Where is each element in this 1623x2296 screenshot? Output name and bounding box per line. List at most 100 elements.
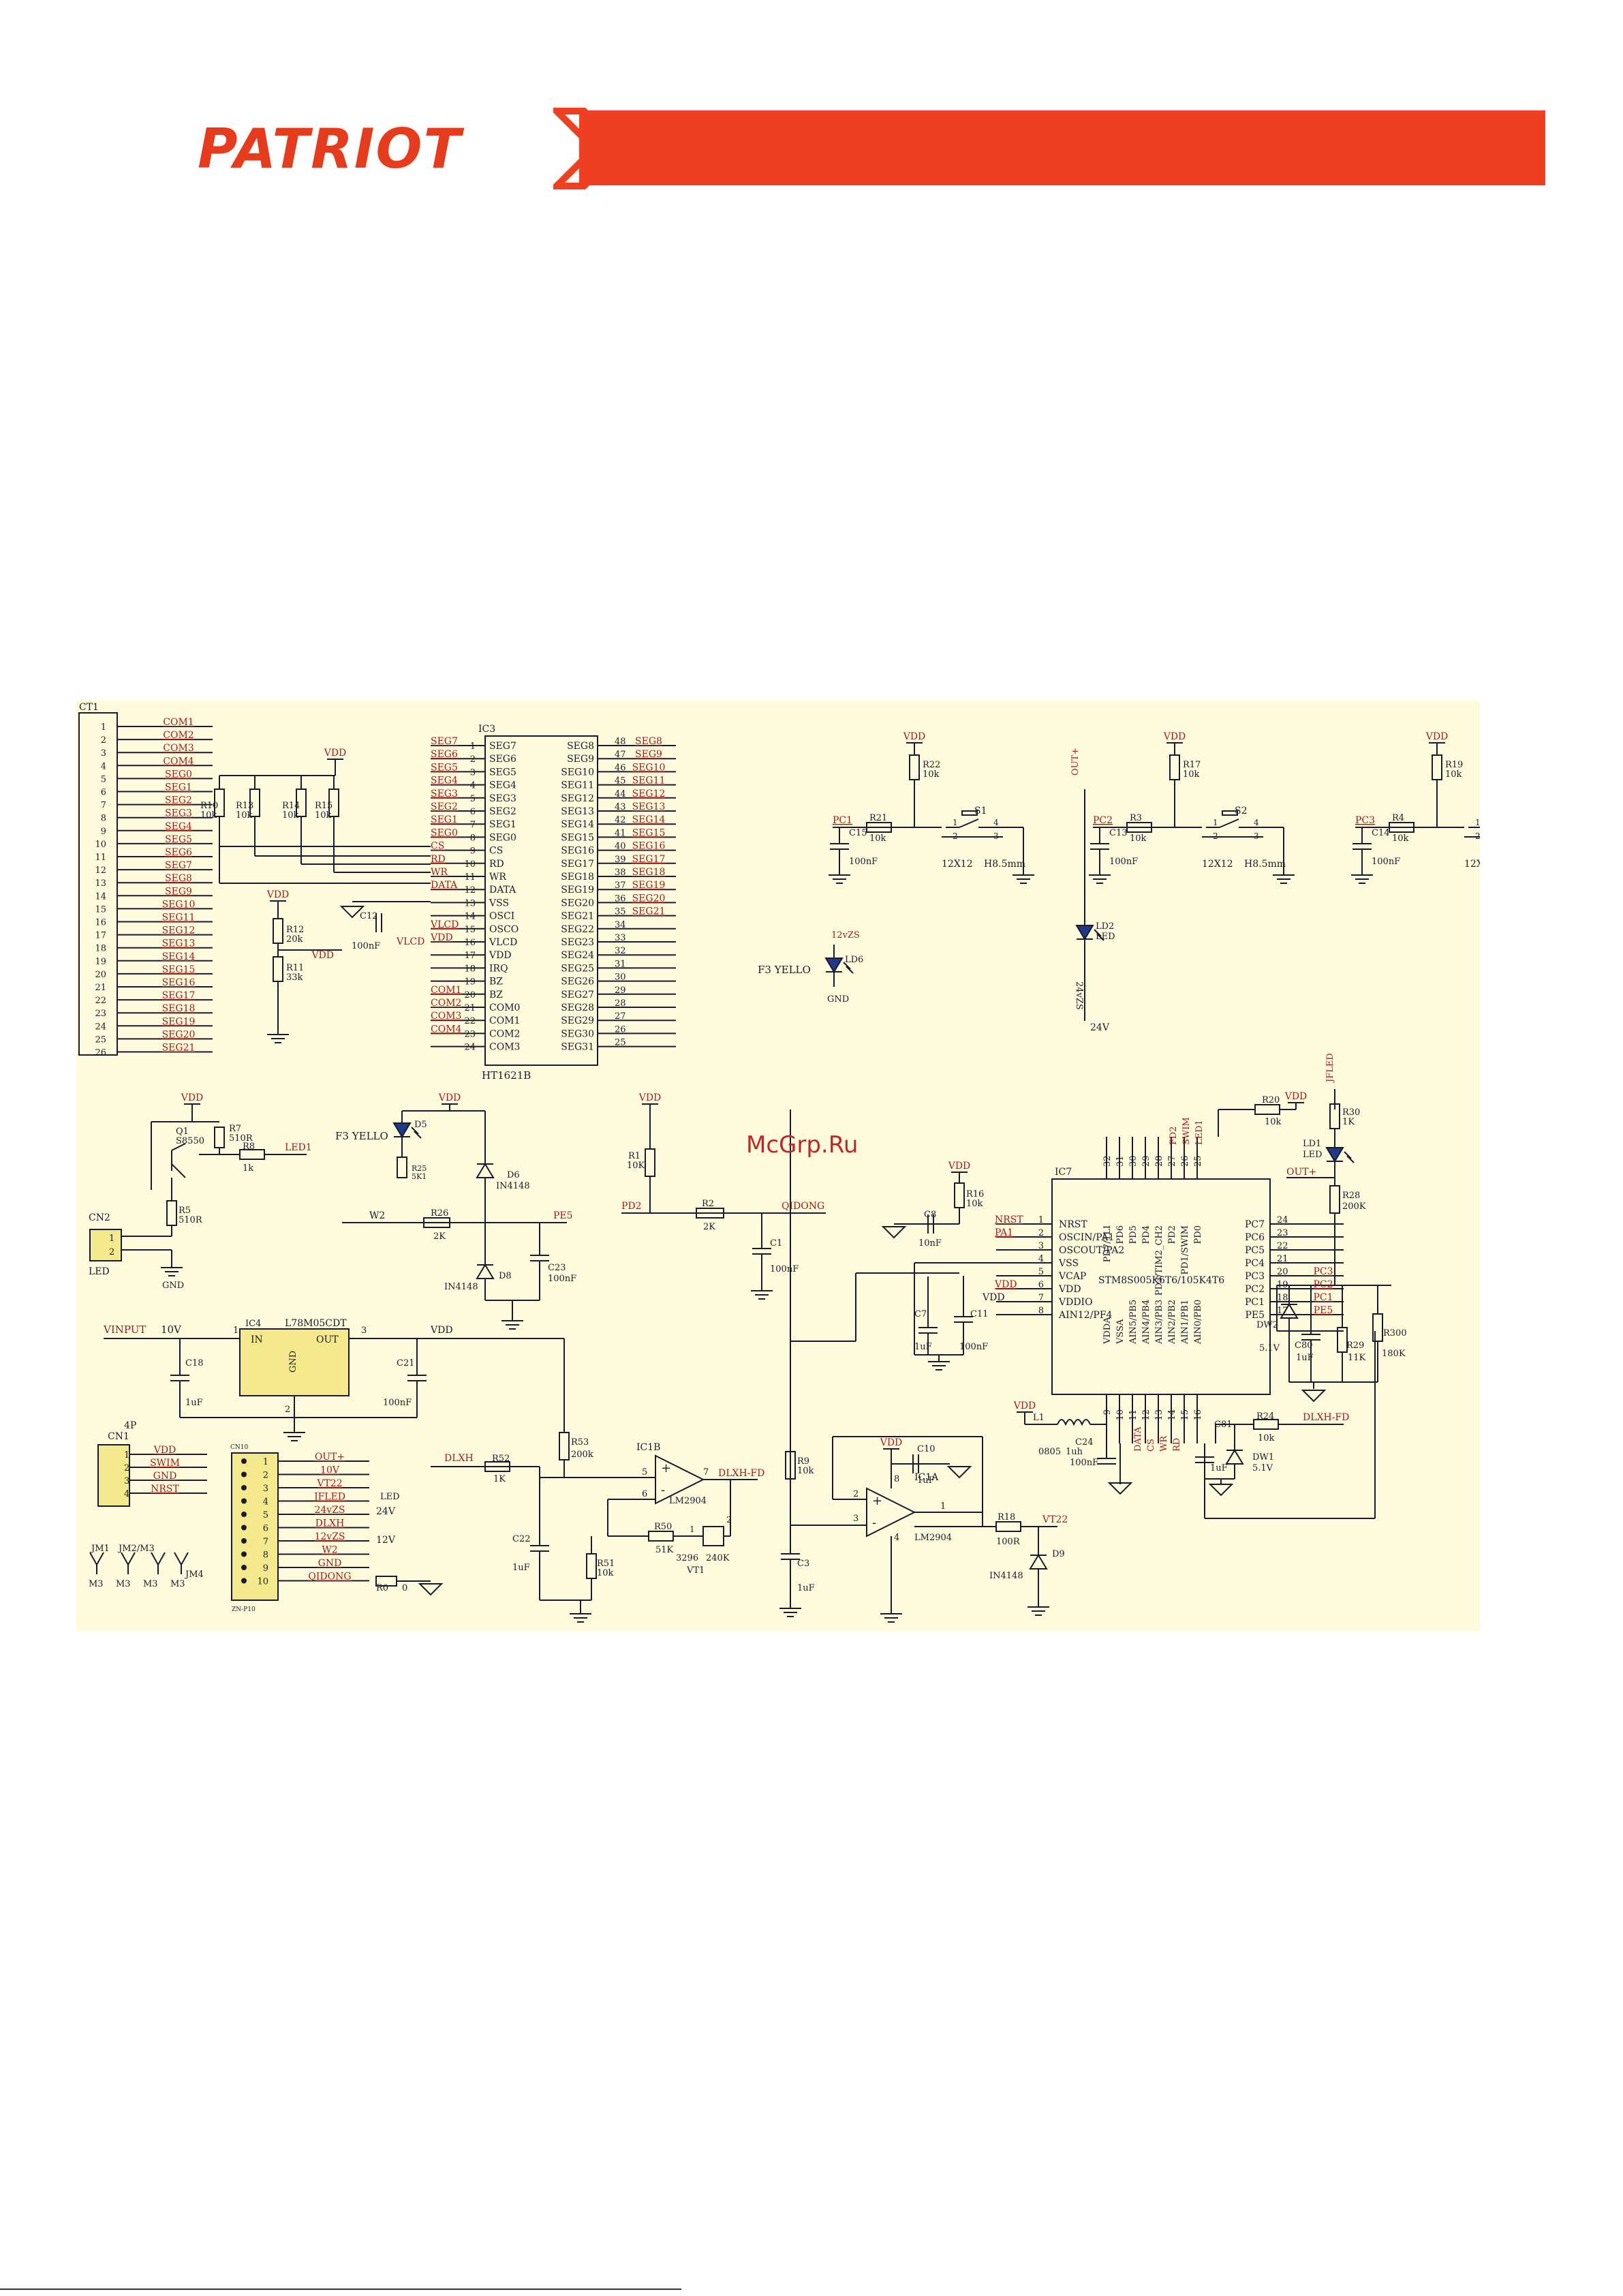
- l1-inductance: 1uh: [1066, 1447, 1083, 1457]
- dw1-zener: [1225, 1449, 1244, 1465]
- r30-resistor: [1329, 1103, 1340, 1129]
- ic3-pin: 17: [464, 951, 476, 961]
- switch-pin: 1: [1213, 818, 1218, 827]
- c10-value: 1uF: [917, 1475, 935, 1486]
- vdd-net: VDD: [982, 1292, 1005, 1303]
- ic3-pin-label: SEG6: [489, 754, 516, 765]
- tact-switch: [959, 818, 979, 828]
- ic7-left-net: NRST: [995, 1214, 1023, 1225]
- ic3-pin-label: SEG18: [561, 872, 594, 883]
- ic3-left-net: WR: [431, 867, 448, 878]
- ct1-pin: 23: [95, 1009, 106, 1019]
- footer-rule: [0, 2289, 681, 2290]
- cn1-name: CN1: [108, 1431, 129, 1442]
- r26-name: R26: [431, 1208, 448, 1219]
- switch-pin: 1: [953, 818, 958, 827]
- resistor-name: R22: [923, 760, 940, 770]
- out-plus-net: OUT+: [1286, 1167, 1316, 1178]
- ic3-pin-label: BZ: [489, 977, 503, 988]
- dw1-value: 5.1V: [1252, 1463, 1273, 1473]
- switch-net: PC1: [833, 815, 852, 826]
- ct1-net: SEG7: [165, 860, 192, 871]
- resistor-value: 10k: [923, 769, 940, 780]
- ic3-pin-label: SEG13: [561, 806, 594, 817]
- pullup-resistor: [214, 789, 225, 817]
- resistor-name: R19: [1445, 760, 1463, 770]
- ic7-pin-label: PC3: [1245, 1271, 1265, 1282]
- ic3-pin-label: RD: [489, 859, 504, 870]
- ic3-pin: 35: [615, 907, 626, 917]
- ic3-pin-label: SEG25: [561, 963, 594, 974]
- ic3-pin: 5: [470, 794, 476, 804]
- r51-value: 10k: [597, 1568, 614, 1578]
- ic3-pin-label: SEG28: [561, 1002, 594, 1013]
- ic7-bottom-net: WR: [1159, 1435, 1169, 1452]
- ic4-part: L78M05CDT: [285, 1318, 347, 1329]
- tact-switch: [1219, 818, 1239, 828]
- schematic-background: [76, 701, 1480, 1631]
- ic7-pin: 30: [1128, 1155, 1139, 1167]
- r7-name: R7: [229, 1124, 241, 1134]
- ic3-pin-label: VLCD: [489, 937, 517, 948]
- r20-value: 10k: [1265, 1117, 1282, 1127]
- ct1-net: COM4: [163, 756, 194, 767]
- trim-pin: 2: [726, 1515, 732, 1525]
- gnd-label: GND: [162, 1281, 184, 1291]
- r52-value: 1K: [493, 1474, 506, 1484]
- ic7-pin: 23: [1277, 1228, 1288, 1238]
- r8-name: R8: [243, 1142, 255, 1152]
- ic7-pin-label: PC5: [1245, 1245, 1265, 1256]
- vt1-name: VT1: [686, 1565, 705, 1576]
- ic3-pin-label: SEG19: [561, 885, 594, 896]
- switch-pullup: [1169, 754, 1180, 780]
- ic7-pin: 10: [1115, 1409, 1126, 1421]
- switch-net: PC3: [1355, 815, 1375, 826]
- ic7-pin-label: AIN4/PB4: [1141, 1300, 1151, 1345]
- r9-name: R9: [797, 1456, 809, 1467]
- ct1-net: SEG1: [165, 782, 192, 793]
- ic3-pin-label: IRQ: [489, 963, 508, 974]
- ic3-pin: 33: [615, 933, 626, 943]
- cn10-pin: 9: [263, 1563, 268, 1574]
- ic3-pin: 9: [470, 846, 476, 857]
- ic3-left-net: COM3: [431, 1011, 461, 1022]
- c3-value: 1uF: [797, 1583, 815, 1593]
- r11-value: 33k: [286, 973, 303, 983]
- ic7-pin-label: VDDIO: [1058, 1297, 1093, 1308]
- ic3-right-net: SEG16: [632, 841, 666, 852]
- r9-resistor: [785, 1451, 796, 1480]
- ic3-pin: 11: [464, 872, 476, 883]
- ic7-pin-label: AIN3/PB3: [1154, 1300, 1164, 1345]
- wire-layer: [104, 726, 1480, 1623]
- resistor-name: R4: [1392, 813, 1404, 823]
- capacitor-value: 100nF: [1372, 857, 1400, 867]
- ic4-name: IC4: [245, 1319, 261, 1329]
- qidong-net: QIDONG: [782, 1201, 824, 1212]
- dw2-name: DW2: [1256, 1320, 1278, 1330]
- ct1-net: COM1: [163, 717, 194, 728]
- ic7-top-net: PD2: [1169, 1127, 1179, 1145]
- opamp-pin: 6: [642, 1489, 647, 1499]
- gnd-label: GND: [827, 994, 849, 1005]
- ic3-left-net: SEG0: [431, 827, 458, 838]
- ic3-pin: 39: [615, 855, 626, 865]
- ic3-pin: 45: [615, 776, 626, 786]
- ic3-pin-label: SEG14: [561, 819, 594, 830]
- ic7-pin: 24: [1277, 1215, 1288, 1225]
- r7-value: 510R: [229, 1133, 253, 1144]
- r53-name: R53: [571, 1437, 589, 1448]
- vdd-label: VDD: [1013, 1400, 1036, 1411]
- resistor-value: 10k: [282, 810, 299, 821]
- resistor-name: R3: [1130, 813, 1142, 823]
- capacitor-value: 100nF: [1109, 857, 1138, 867]
- ld2-label: LED: [1096, 932, 1115, 942]
- ic4-in-label: IN: [251, 1334, 263, 1345]
- cn10-pin: 6: [263, 1524, 268, 1534]
- ct1-pin: 13: [95, 878, 106, 889]
- ld1-name: LD1: [1303, 1139, 1321, 1149]
- switch-size: 12X12: [942, 859, 973, 870]
- cn2-connector: [89, 1229, 122, 1261]
- cn10-pin: 5: [263, 1510, 268, 1520]
- resistor-name: R13: [236, 801, 253, 811]
